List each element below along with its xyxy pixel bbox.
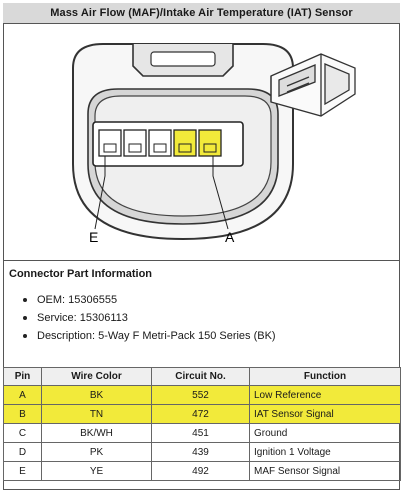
bullet-icon [23, 334, 27, 338]
cell-wire-color: BK [41, 385, 152, 405]
cell-function: MAF Sensor Signal [249, 461, 401, 481]
bullet-icon [23, 298, 27, 302]
terminal-e [103, 143, 117, 153]
info-item-oem: OEM: 15306555 [23, 291, 276, 309]
connector-perspective-sketch [270, 53, 356, 117]
cell-circuit: 451 [151, 423, 250, 443]
table-row: A BK 552 Low Reference [3, 385, 401, 405]
info-heading: Connector Part Information [9, 268, 153, 280]
diagram-title: Mass Air Flow (MAF)/Intake Air Temperatu… [3, 3, 400, 24]
cell-circuit: 552 [151, 385, 250, 405]
leader-line-a [212, 156, 229, 230]
cell-function: Ground [249, 423, 401, 443]
cell-wire-color: YE [41, 461, 152, 481]
bullet-icon [23, 316, 27, 320]
cell-circuit: 439 [151, 442, 250, 462]
terminal-d [128, 143, 142, 153]
cell-pin: E [3, 461, 42, 481]
terminal-b [178, 143, 192, 153]
cell-function: IAT Sensor Signal [249, 404, 401, 424]
pinout-table: Pin Wire Color Circuit No. Function A BK… [3, 367, 401, 481]
cell-wire-color: BK/WH [41, 423, 152, 443]
header-pin: Pin [3, 367, 42, 386]
cell-circuit: 492 [151, 461, 250, 481]
header-circuit-no: Circuit No. [151, 367, 250, 386]
table-header-row: Pin Wire Color Circuit No. Function [3, 367, 401, 386]
terminal-a [203, 143, 217, 153]
info-item-text: Description: 5-Way F Metri-Pack 150 Seri… [37, 330, 276, 342]
cell-wire-color: PK [41, 442, 152, 462]
info-item-description: Description: 5-Way F Metri-Pack 150 Seri… [23, 327, 276, 345]
leader-line-e [94, 156, 106, 230]
cell-circuit: 472 [151, 404, 250, 424]
terminal-c [153, 143, 167, 153]
info-item-text: Service: 15306113 [37, 312, 128, 324]
terminal-cavities [98, 129, 222, 157]
connector-face-view: E A [72, 43, 356, 245]
cell-pin: D [3, 442, 42, 462]
latch-window [150, 51, 216, 67]
cell-pin: B [3, 404, 42, 424]
table-row: C BK/WH 451 Ground [3, 423, 401, 443]
info-item-text: OEM: 15306555 [37, 294, 118, 306]
header-wire-color: Wire Color [41, 367, 152, 386]
table-row: D PK 439 Ignition 1 Voltage [3, 442, 401, 462]
cell-wire-color: TN [41, 404, 152, 424]
table-row: B TN 472 IAT Sensor Signal [3, 404, 401, 424]
label-a: A [225, 229, 235, 245]
cell-pin: A [3, 385, 42, 405]
cell-function: Low Reference [249, 385, 401, 405]
cell-pin: C [3, 423, 42, 443]
connector-part-information: Connector Part Information OEM: 15306555… [3, 260, 400, 367]
info-list: OEM: 15306555 Service: 15306113 Descript… [23, 291, 276, 345]
connector-drawing: E A [3, 24, 400, 260]
table-row: E YE 492 MAF Sensor Signal [3, 461, 401, 481]
header-function: Function [249, 367, 401, 386]
info-item-service: Service: 15306113 [23, 309, 276, 327]
label-e: E [89, 229, 98, 245]
cell-function: Ignition 1 Voltage [249, 442, 401, 462]
diagram-title-text: Mass Air Flow (MAF)/Intake Air Temperatu… [50, 7, 353, 19]
